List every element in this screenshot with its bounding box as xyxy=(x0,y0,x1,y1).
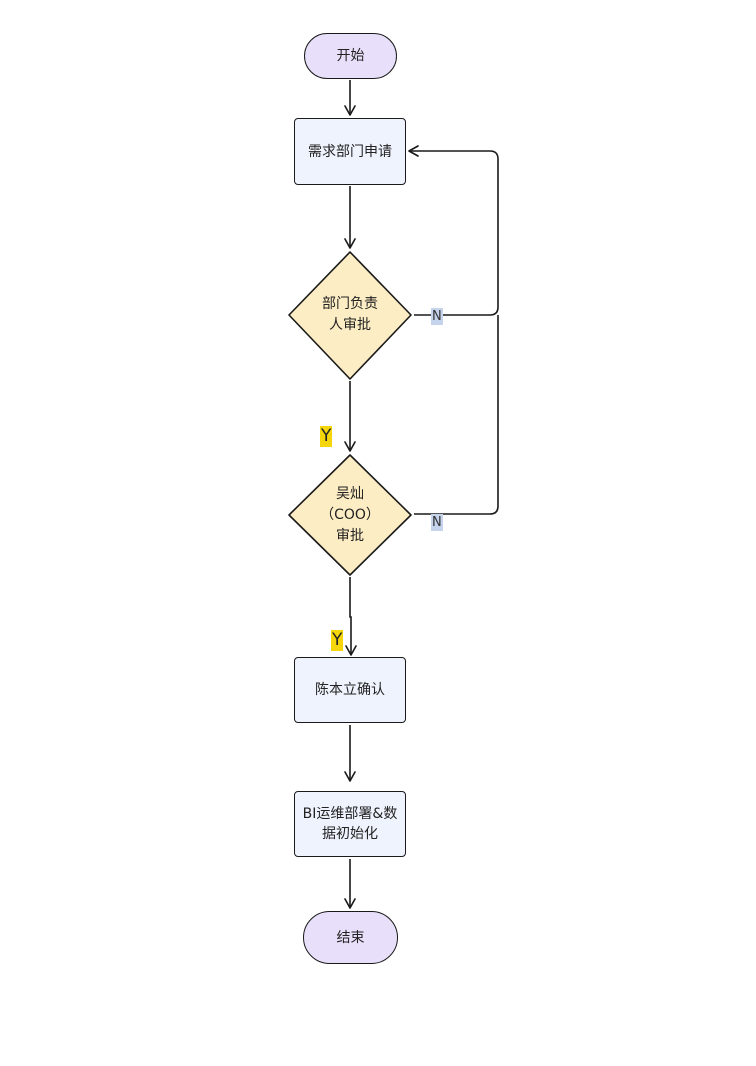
coo-approval-yes-tag: Y xyxy=(331,630,344,651)
process-deploy-node[interactable]: BI运维部署&数 据初始化 xyxy=(294,791,406,857)
decision-coo-approval-shape[interactable] xyxy=(288,454,412,576)
decision-dept-approval-shape[interactable] xyxy=(288,251,412,380)
process-confirm-label: 陈本立确认 xyxy=(315,682,385,698)
edge-coo-approval-yes xyxy=(345,577,357,656)
dept-approval-yes-tag: Y xyxy=(320,426,333,447)
end-node[interactable]: 结束 xyxy=(303,911,398,964)
decision-coo-approval-label: 吴灿 （COO） 审批 xyxy=(320,485,380,544)
edge-coo-approval-no xyxy=(414,315,499,515)
start-node[interactable]: 开始 xyxy=(304,33,397,79)
decision-dept-approval-label: 部门负责 人审批 xyxy=(322,296,378,333)
coo-approval-no-tag: N xyxy=(431,514,443,531)
process-request-label: 需求部门申请 xyxy=(308,143,392,160)
process-confirm-node[interactable]: 陈本立确认 xyxy=(294,657,406,723)
start-label: 开始 xyxy=(336,48,365,64)
process-deploy-label: BI运维部署&数 据初始化 xyxy=(302,806,398,842)
end-label: 结束 xyxy=(336,929,365,946)
process-request-node[interactable]: 需求部门申请 xyxy=(294,118,406,185)
dept-approval-no-tag: N xyxy=(431,308,443,325)
edge-dept-approval-no xyxy=(408,145,499,316)
